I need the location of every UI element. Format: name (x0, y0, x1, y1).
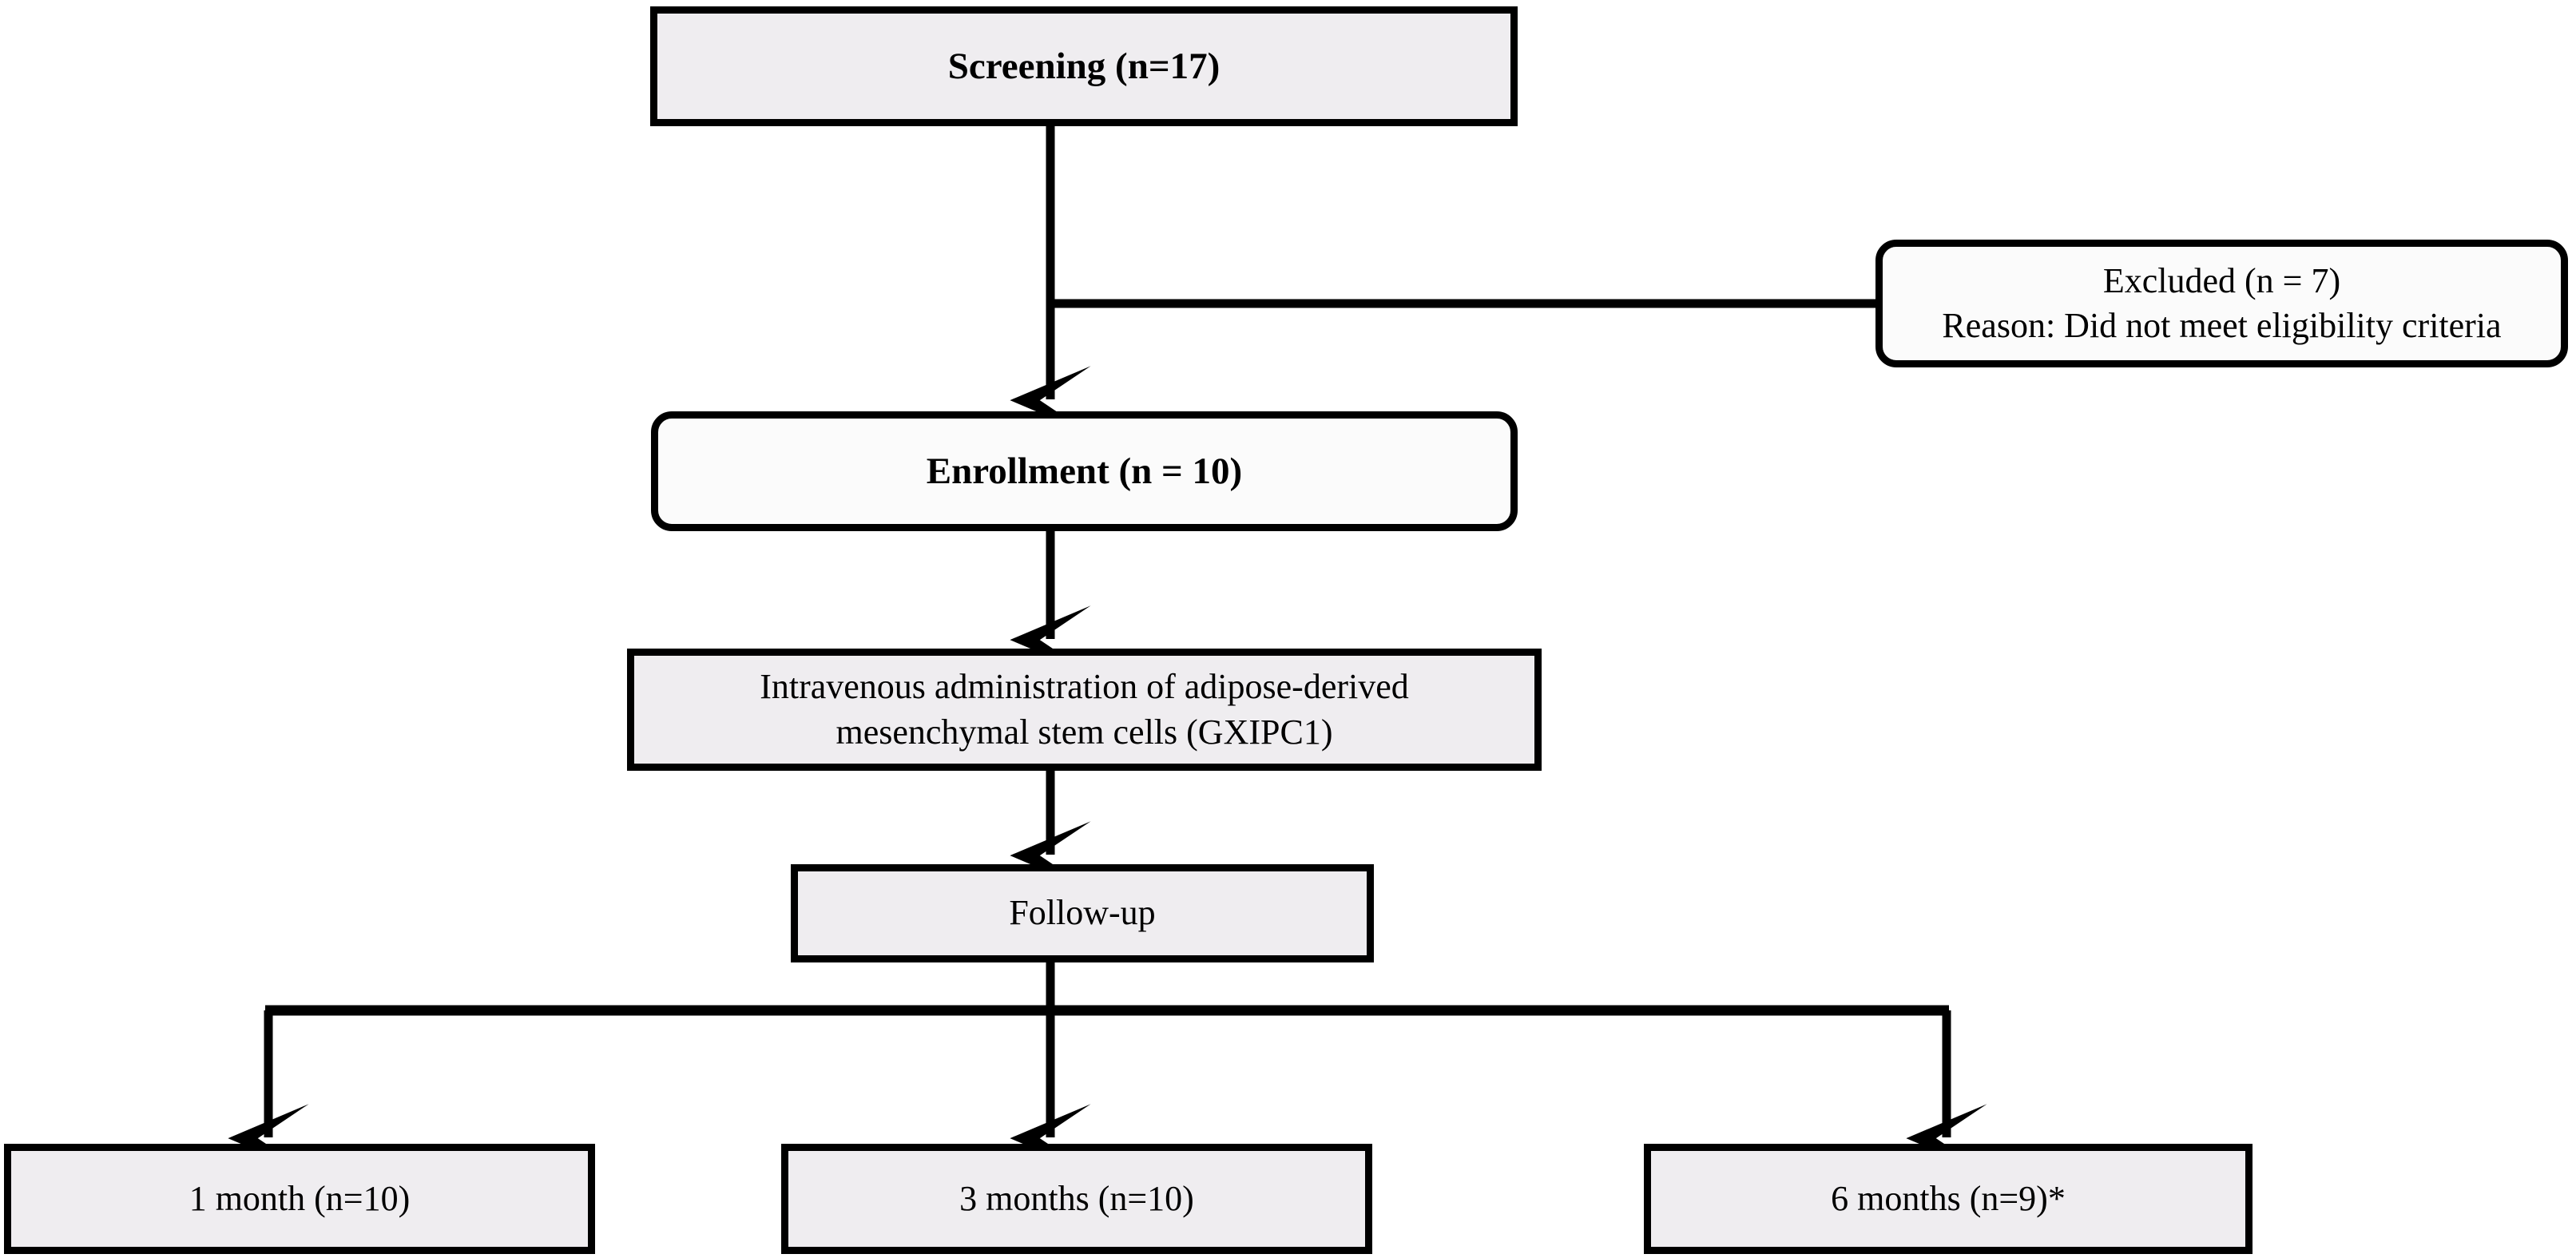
node-intravenous-label: Intravenous administration of adipose-de… (760, 667, 1409, 752)
node-month-1: 1 month (n=10) (4, 1144, 595, 1254)
node-excluded: Excluded (n = 7) Reason: Did not meet el… (1875, 240, 2568, 367)
node-intravenous-administration: Intravenous administration of adipose-de… (627, 649, 1542, 771)
node-screening: Screening (n=17) (650, 6, 1518, 126)
node-month-6: 6 months (n=9)* (1644, 1144, 2253, 1254)
node-follow-up-label: Follow-up (1009, 893, 1156, 933)
node-month-6-label: 6 months (n=9)* (1831, 1178, 2066, 1218)
node-enrollment: Enrollment (n = 10) (651, 411, 1518, 531)
node-enrollment-label: Enrollment (n = 10) (926, 450, 1243, 492)
node-month-3: 3 months (n=10) (781, 1144, 1372, 1254)
node-excluded-label: Excluded (n = 7) Reason: Did not meet el… (1942, 260, 2502, 345)
node-follow-up: Follow-up (791, 864, 1374, 962)
node-screening-label: Screening (n=17) (947, 45, 1221, 87)
node-month-1-label: 1 month (n=10) (189, 1178, 411, 1218)
node-month-3-label: 3 months (n=10) (959, 1178, 1194, 1218)
